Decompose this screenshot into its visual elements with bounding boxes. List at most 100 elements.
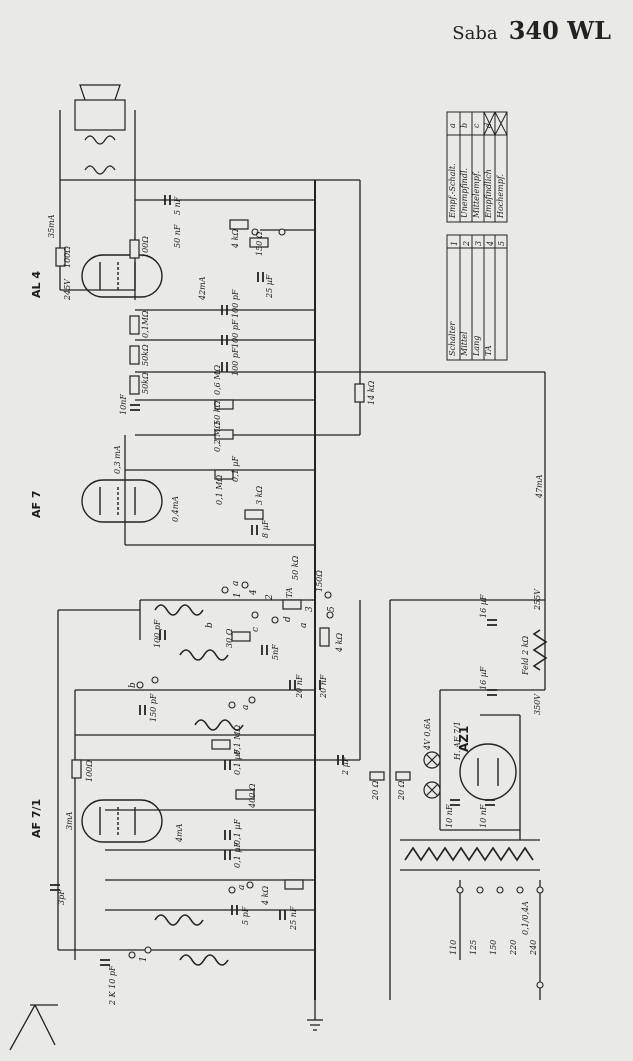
label-01uf-1: 0,1 µF [231,456,240,482]
switch-pos-5: 5 [327,606,337,612]
label-01uf-3: 0,1 µF [233,819,242,845]
switch-label-b2: b [128,682,138,688]
label-10nf-3: 10 nF [479,804,488,828]
label-100pf-3: 100 pF [231,347,240,376]
label-20ohm-a: 20 Ω [371,780,380,801]
table-b-row-3: TA [484,345,493,356]
wiring [9,110,546,1051]
switch-label-a3: a [241,705,251,710]
label-mains-240: 240 [529,940,538,956]
tube-label-af7: AF 7 [30,490,43,518]
label-01uf-2: 0,1 µF [233,749,242,775]
label-20ohm-b: 20 Ω [397,780,406,801]
switch-label-d1: d [283,616,293,622]
brand-name: Saba [452,23,498,44]
label-01mohm-2: 0,1 MΩ [215,475,224,505]
table-a-header-d: d [484,123,493,128]
table-b-header-2: 2 [462,241,471,247]
label-4kohm-3: 4 kΩ [261,886,270,906]
pilot-lamps [423,751,441,799]
label-3kohm: 3 kΩ [255,486,264,505]
label-01mohm-3: 0,1 MΩ [233,725,242,755]
label-10nf-2: 10 nF [445,804,454,828]
page-header: Saba 340 WL [452,16,611,45]
switch-label-a2: a [299,623,309,628]
label-47ma: 47mA [535,474,544,499]
label-150ohm: 150 Ω [255,231,264,256]
table-b-row-1: Mittel [460,331,469,357]
table-b-header-1: 1 [450,241,459,246]
label-245v: 245V [63,278,72,301]
label-5nf: 5 nF [173,196,182,215]
capacitors [50,195,497,966]
resistors [55,219,411,890]
label-4kohm-2: 4 kΩ [335,633,344,653]
label-2uf: 2 µF [341,756,350,776]
table-a-row-3: Empfindlich [484,169,493,219]
switch-label-a4: a [237,885,247,890]
label-mains-125: 125 [469,940,478,955]
tube-af7 [81,479,163,523]
label-100ohm-a: 100Ω [63,246,72,268]
label-lamp: 4V 0,6A [423,718,432,751]
label-20nf-2: 20 nF [319,674,328,699]
label-100ohm-b: 100Ω [141,236,150,258]
label-3pf: 3pF [57,889,66,905]
label-50nf: 50 nF [173,224,182,248]
label-20nf-1: 20 nF [295,674,304,699]
label-25nf: 25 nF [289,906,298,931]
model-name: 340 WL [508,16,611,45]
label-50kohm-4: 50 kΩ [291,555,300,580]
label-mains-220: 220 [509,940,518,956]
label-100ohm-c: 100Ω [85,760,94,782]
tube-al4 [81,254,163,298]
label-06mohm: 0,6 MΩ [213,365,222,395]
label-5nf-2: 5nF [271,644,280,660]
table-b-grid [446,234,508,361]
label-150pf: 150 pF [149,693,158,722]
speaker-icon [74,84,126,175]
label-02mohm: 0,2 MΩ [213,422,222,452]
switch-pos-4: 4 [249,589,259,596]
label-10nf: 10nF [119,394,128,415]
label-100pf-4: 100 pF [153,619,162,648]
label-14kohm: 14 kΩ [367,380,376,405]
switch-contacts [128,228,544,989]
label-16uf-1: 16 µF [479,594,488,618]
table-a-row-1: Unempfindl. [460,168,469,218]
label-255v: 255V [533,588,542,611]
table-a-header-a: a [448,123,457,128]
switch-pos-2: 2 [265,594,275,601]
label-4ma: 4mA [175,823,184,843]
label-30ohm: 30 Ω [225,628,234,648]
table-b-row-2: Lang [472,336,481,357]
table-a-header-c: c [472,123,481,128]
table-b-row-0: Schalter [448,321,457,356]
label-350v: 350V [533,693,542,715]
label-5pf: 5 pF [241,906,250,925]
label-50kohm-1: 50kΩ [141,344,150,366]
label-50kohm-3: 50 kΩ [213,400,222,425]
table-b-header-3: 3 [474,241,483,246]
label-03ma: 0,3 mA [113,445,122,474]
tube-label-af71: AF 7/1 [30,799,43,838]
table-a-header-b: b [460,123,469,128]
table-a-grid [446,111,508,223]
label-4kohm: 4 kΩ [231,229,240,249]
label-2k10pf: 2 K 10 pF [108,965,117,1006]
label-100pf-2: 100 pF [231,319,240,348]
label-fuse: 0,1/0,4A [521,901,530,935]
label-3ma: 3mA [65,811,74,830]
table-a-row-4: Hochempf. [496,174,505,219]
label-400ohm: 400 Ω [248,783,257,809]
table-a-row-2: Mittelempf. [472,171,481,219]
switch-pos-1: 1 [233,592,243,598]
label-150ohm-b: 150Ω [315,570,324,592]
tube-label-az1: AZ1 [457,726,471,752]
label-ta: TA [285,587,294,598]
coils [154,604,548,966]
label-mains-110: 110 [449,940,458,955]
switch-label-1: 1 [139,956,149,962]
